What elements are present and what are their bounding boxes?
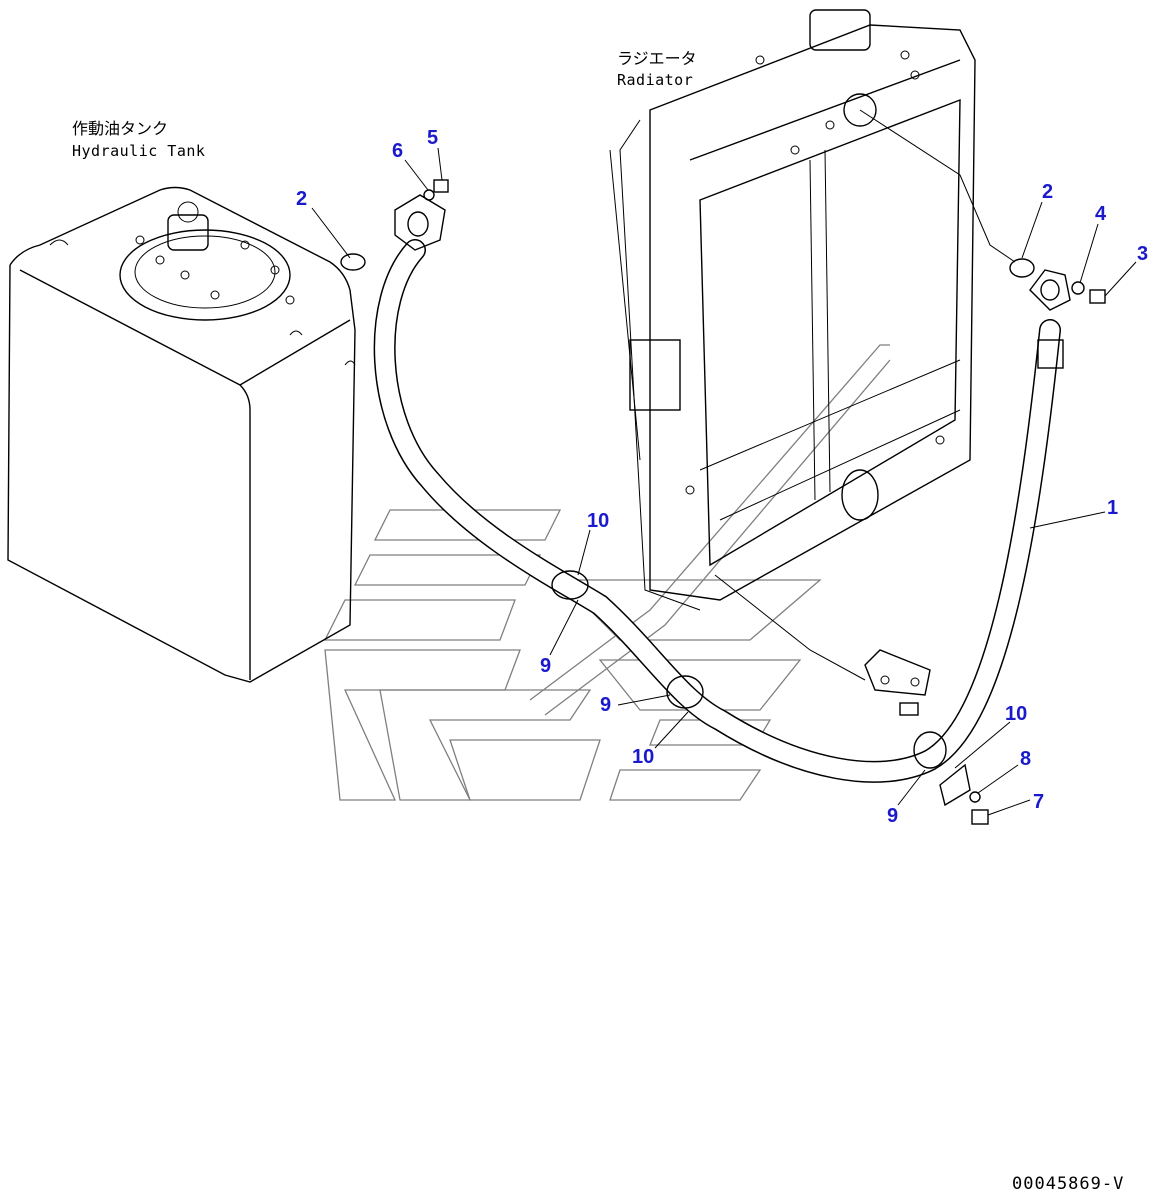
callouts: 1 2 2 3 4 5 6 7 8 9 9 9 10 10 10	[296, 127, 1148, 827]
callout-7: 7	[1033, 791, 1044, 813]
callout-8: 8	[1020, 748, 1031, 770]
callout-10-right: 10	[1005, 703, 1027, 725]
callout-9-left: 9	[540, 655, 551, 677]
leader-lines	[311, 109, 1137, 816]
bolt-3	[1089, 289, 1106, 304]
hose-assembly	[373, 194, 1071, 783]
callout-9-right: 9	[887, 805, 898, 827]
tank-label-jp: 作動油タンク	[72, 119, 168, 138]
tank-label-en: Hydraulic Tank	[72, 142, 205, 160]
callout-4: 4	[1095, 203, 1107, 225]
bolt-5	[433, 179, 449, 193]
document-number: 00045869-V	[1012, 1174, 1124, 1194]
fasteners	[340, 179, 1106, 825]
callout-10-middle: 10	[632, 746, 654, 768]
callout-5: 5	[427, 127, 438, 149]
washer-8	[969, 791, 981, 803]
washer-6	[423, 189, 435, 201]
callout-2-radiator: 2	[1042, 181, 1053, 203]
clamps	[551, 570, 971, 807]
callout-10-left: 10	[587, 510, 609, 532]
o-ring-radiator	[1009, 258, 1035, 278]
callout-3: 3	[1137, 243, 1148, 265]
washer-4	[1071, 281, 1085, 295]
radiator-label-en: Radiator	[617, 71, 693, 89]
callout-6: 6	[392, 140, 403, 162]
callout-2-tank: 2	[296, 188, 307, 210]
callout-9-middle: 9	[600, 694, 611, 716]
radiator-label-jp: ラジエータ	[617, 49, 697, 68]
o-ring-tank	[340, 253, 366, 271]
bolt-7	[971, 809, 989, 825]
bracket	[714, 574, 931, 716]
radiator	[609, 9, 976, 611]
hydraulic-tank	[7, 186, 356, 683]
callout-1: 1	[1107, 497, 1118, 519]
watermark-logo	[323, 344, 891, 801]
